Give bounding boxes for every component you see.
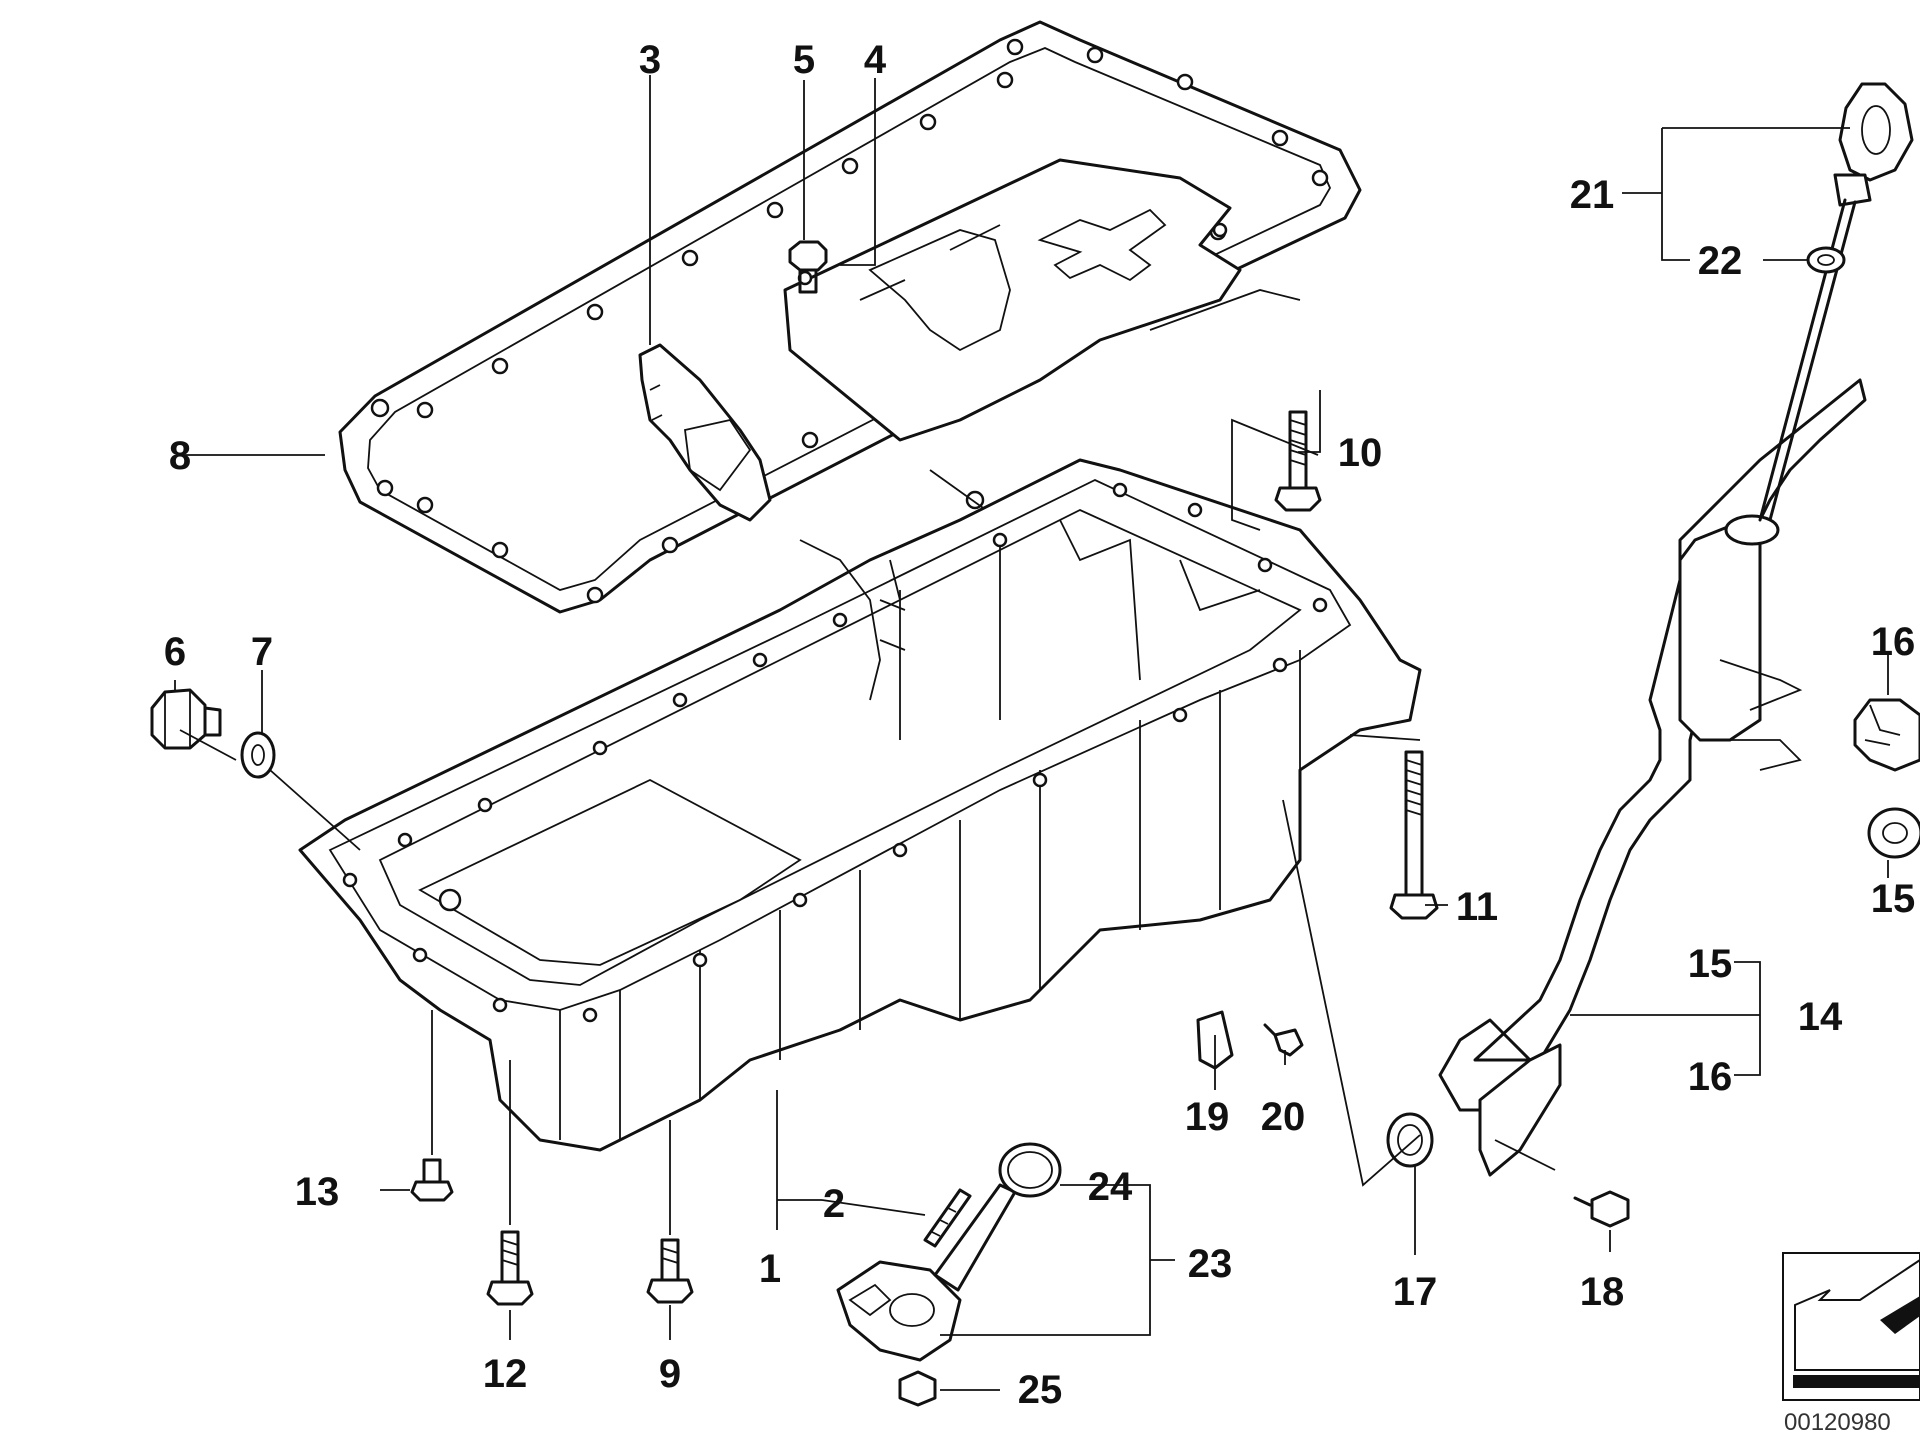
reference-code: 00120980: [1784, 1409, 1891, 1436]
callout-17: 17: [1393, 1270, 1438, 1314]
callout-16-clip: 16: [1871, 620, 1916, 664]
bolt-part-13: [410, 1158, 454, 1202]
bolt-part-12: [486, 1230, 534, 1306]
orientation-inset: [1782, 1252, 1920, 1401]
arrow-orientation-icon: [1793, 1258, 1920, 1388]
callout-16-tube: 16: [1688, 1055, 1733, 1099]
oil-level-sensor-part-23: [836, 1183, 1017, 1362]
callout-23: 23: [1188, 1242, 1233, 1286]
clip-part-16: [1853, 698, 1920, 772]
bolt-part-18: [1573, 1190, 1630, 1228]
baffle-plate-part-4: [783, 158, 1301, 521]
bolt-part-11: [1389, 750, 1439, 920]
callout-21: 21: [1570, 173, 1615, 217]
gasket-part-8: [338, 20, 1362, 614]
oil-pan-bolt-holes: [342, 482, 1328, 1023]
callout-8: 8: [169, 434, 191, 478]
callout-14: 14: [1798, 995, 1843, 1039]
dipstick-part-21: [1758, 82, 1914, 522]
callout-10: 10: [1338, 431, 1383, 475]
callout-25: 25: [1018, 1368, 1063, 1412]
o-ring-part-24: [998, 1142, 1062, 1198]
clip-part-15: [1867, 807, 1920, 859]
drain-plug-part-6: [150, 688, 222, 750]
callout-labels: 1 2 3 4 5 6 7 8 9 10 11 12 13 14 15 15 1…: [164, 38, 1915, 1412]
bolt-part-5: [788, 240, 828, 294]
callout-5: 5: [793, 38, 815, 82]
gasket-bolt-holes: [370, 38, 1329, 604]
callout-2: 2: [823, 1182, 845, 1226]
seal-part-22: [1806, 246, 1846, 274]
callout-22: 22: [1698, 239, 1743, 283]
callout-11: 11: [1456, 885, 1498, 929]
callout-15-tube: 15: [1688, 942, 1733, 986]
oil-pan-part-1: [298, 458, 1422, 1152]
callout-3: 3: [639, 38, 661, 82]
callout-13: 13: [295, 1170, 340, 1214]
callout-7: 7: [251, 630, 273, 674]
callout-15-clip: 15: [1871, 877, 1916, 921]
callout-20: 20: [1261, 1095, 1306, 1139]
callout-4: 4: [864, 38, 887, 82]
sensor-wire: [799, 539, 881, 701]
washer-part-7: [240, 731, 276, 779]
guide-tube-part-14: [1438, 378, 1867, 1177]
callout-18: 18: [1580, 1270, 1625, 1314]
seal-part-2: [923, 1188, 972, 1248]
callout-6: 6: [164, 630, 186, 674]
callout-19: 19: [1185, 1095, 1230, 1139]
nut-part-25: [898, 1370, 937, 1407]
callout-9: 9: [659, 1352, 681, 1396]
bolt-part-10: [1274, 410, 1322, 512]
callout-12: 12: [483, 1352, 528, 1396]
bolt-part-9: [646, 1238, 694, 1304]
bolt-part-20: [1263, 1023, 1304, 1057]
callout-1: 1: [759, 1247, 781, 1291]
leader-lines: [174, 75, 1889, 1391]
connector-clip-part-3: [638, 343, 772, 522]
callout-24: 24: [1088, 1165, 1133, 1209]
